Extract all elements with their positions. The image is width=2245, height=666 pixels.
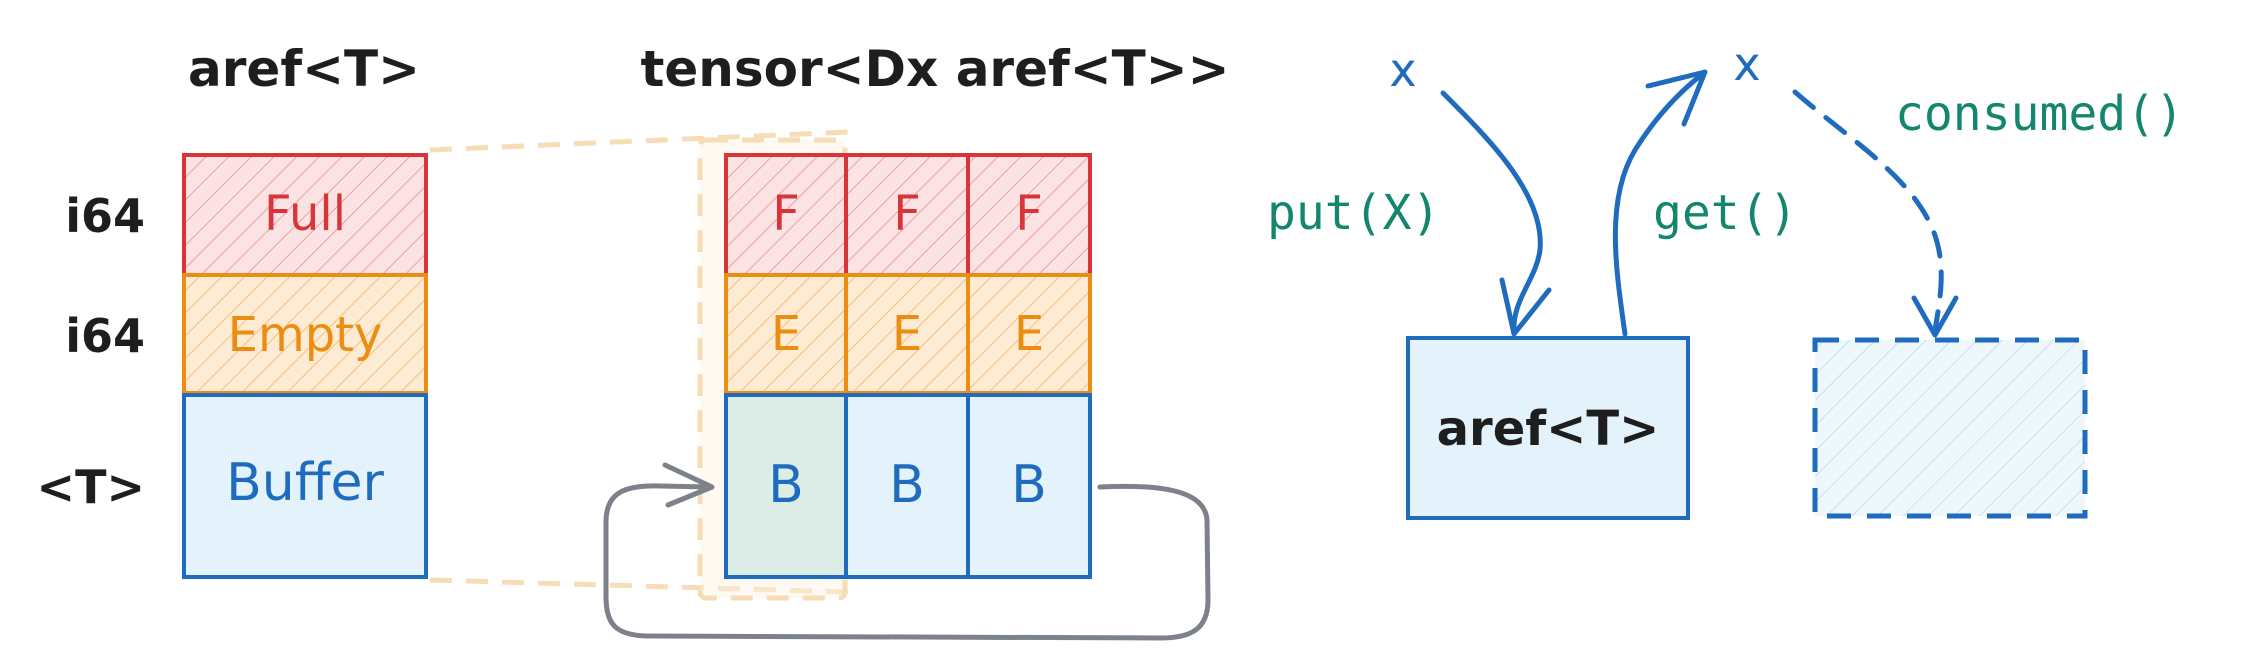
get-arrow [1612, 73, 1703, 337]
tensor-title: tensor<Dx aref<T>> [640, 40, 1229, 98]
tensor-buffer-letter-2: B [889, 455, 925, 515]
tensor-empty-cell-3 [966, 273, 1092, 395]
aref-box-label: aref<T> [1437, 401, 1660, 457]
full-cell [182, 153, 428, 277]
flow-panel: x x put(X) get() consumed() aref<T> [1267, 37, 2184, 520]
tensor-buffer-letter-3: B [1011, 455, 1047, 515]
input-x: x [1389, 43, 1416, 97]
empty-cell [182, 273, 428, 395]
consumed-placeholder-box [1812, 337, 2088, 519]
get-label: get() [1653, 185, 1798, 241]
buffer-cell [182, 393, 428, 579]
empty-label: Empty [228, 307, 383, 363]
loop-arrow [603, 483, 1211, 641]
consumed-arrow-head [1911, 295, 1959, 338]
put-label: put(X) [1267, 185, 1440, 241]
tensor-empty-letter-1: E [771, 306, 801, 362]
row-type-full: i64 [65, 189, 145, 243]
output-x: x [1733, 37, 1760, 91]
tensor-empty-letter-2: E [892, 306, 922, 362]
full-label: Full [264, 186, 346, 242]
buffer-label: Buffer [226, 453, 384, 513]
aref-panel: aref<T> i64 i64 <T> Full Empty Buffer [37, 40, 428, 579]
aref-title: aref<T> [188, 40, 420, 98]
tensor-buffer-cell-2 [844, 393, 970, 579]
row-type-buffer: <T> [37, 460, 145, 514]
get-arrow-head [1645, 69, 1708, 127]
consumed-arrow [1792, 89, 1944, 333]
tensor-full-letter-3: F [1015, 186, 1043, 242]
tensor-empty-cell-2 [844, 273, 970, 395]
tensor-full-letter-2: F [893, 186, 921, 242]
tensor-buffer-cell-3 [966, 393, 1092, 579]
tensor-empty-letter-3: E [1014, 306, 1044, 362]
tensor-full-letter-1: F [772, 186, 800, 242]
tensor-panel: tensor<Dx aref<T>> F F F E E E B B B [603, 40, 1230, 641]
put-arrow [1440, 90, 1543, 335]
aref-box [1406, 336, 1690, 520]
loop-arrow-head [662, 462, 715, 508]
tensor-buffer-letter-1: B [768, 455, 804, 515]
put-arrow-head [1499, 277, 1552, 337]
tensor-full-cell-3 [966, 153, 1092, 277]
consumed-label: consumed() [1895, 86, 2184, 142]
row-type-empty: i64 [65, 309, 145, 363]
